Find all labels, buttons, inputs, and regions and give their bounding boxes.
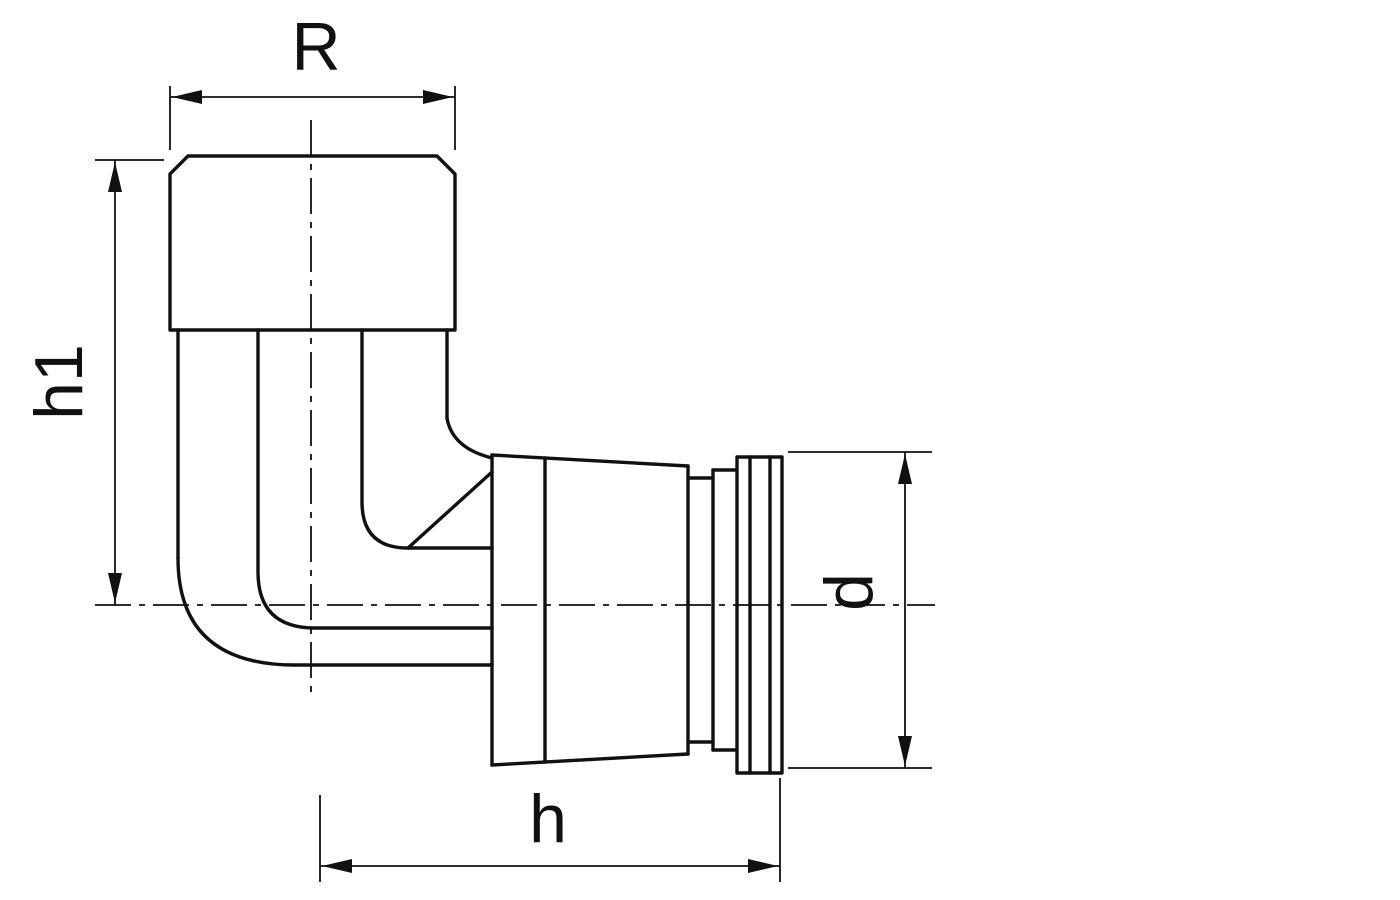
dimension-h: h [319,778,781,882]
flange-ring [735,455,784,775]
cone-outer [445,416,494,460]
bore-inner-right [360,328,494,550]
r-arrowhead-left-icon [172,90,202,104]
dimension-label-h: h [529,781,567,857]
elbow-fitting-outline [168,154,784,775]
bore-inner-left [256,328,494,630]
r-arrowhead-right-icon [423,90,453,104]
elbow-outer-curve [176,556,494,667]
centerlines [95,120,935,695]
dimension-R: R [169,9,456,150]
d-arrowhead-top-icon [898,454,912,484]
dimension-label-d: d [811,573,887,611]
cone-inner [406,470,494,550]
d-arrowhead-bottom-icon [898,736,912,766]
dimension-d: d [788,451,932,769]
dimension-label-h1: h1 [21,344,97,420]
dimension-h1: h1 [21,159,164,605]
h-arrowhead-right-icon [748,859,778,873]
h-arrowhead-left-icon [322,859,352,873]
connector-top-taper [490,453,690,468]
h1-arrowhead-top-icon [108,162,122,192]
threaded-end-block [168,154,457,332]
h1-arrowhead-bottom-icon [108,573,122,603]
connector-bottom-taper [490,752,690,767]
dimension-label-r: R [291,9,340,85]
